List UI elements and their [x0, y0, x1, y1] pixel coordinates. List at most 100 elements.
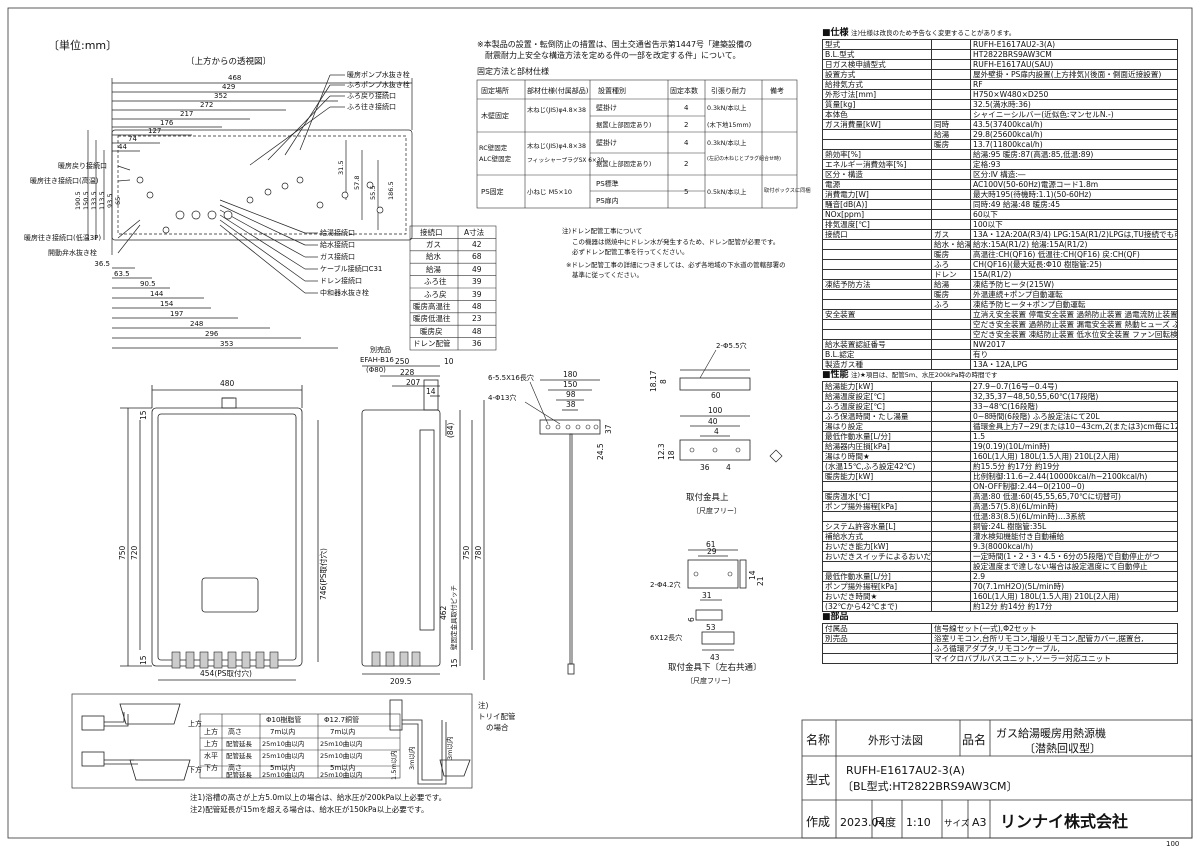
fix-h3: 固定本数: [670, 86, 698, 95]
pipe-r2c0: 水平: [204, 751, 218, 760]
tb-size-label: サイズ: [944, 818, 970, 829]
spec-cell: [931, 441, 971, 452]
pipe-side-down: 下方: [188, 765, 202, 774]
spec-cell: [931, 359, 971, 370]
spec-row: 凍結予防方法給湯凍結予防ヒータ(215W): [822, 279, 1178, 290]
br-sub: 〔尺度フリー〕: [692, 506, 741, 515]
drain-note-4: 基準に従ってください。: [572, 270, 643, 279]
spec-cell: [931, 329, 971, 340]
spec-row: (32℃から42℃まで)約12分 約14分 約17分: [822, 601, 1178, 612]
br-d36: 36: [700, 463, 710, 472]
spec-cell: 最低作動水量[L/分]: [822, 431, 932, 442]
bb-sub: 〔尺度フリー〕: [686, 676, 735, 685]
front-hole-label: 壁固定金具取付ピッチ: [449, 585, 458, 650]
br-d40: 40: [708, 417, 718, 426]
side-bottom-fittings: [371, 651, 421, 667]
bt-hole1: 6-5.5X16長穴: [488, 373, 534, 382]
spec-cell: ドレン: [931, 269, 971, 280]
bot-dim-3: 144: [150, 290, 164, 298]
fix-r2c1: 木ねじ(JIS)φ4.8×38: [527, 141, 586, 150]
pipe-h3: Φ10樹脂管: [266, 715, 301, 724]
conn-r8-val: 36: [472, 339, 482, 348]
drain-note-3: ※ドレン配管工事の詳細につきましては、必ず各地域の下水道の管轄部署の: [566, 260, 786, 269]
top-label-l0: 暖房戻り接続口: [58, 161, 107, 170]
spec-cell: [931, 49, 971, 60]
spec-cell: [931, 219, 971, 230]
spec-cell: 給湯: [931, 129, 971, 140]
spec-row: 空だき安全装置 過熱防止装置 漏電安全装置 熱動ヒューズ ふろポンプ回転検出装置: [822, 319, 1178, 330]
tb-company: リンナイ株式会社: [1000, 812, 1128, 831]
front-h750: 750: [118, 545, 127, 560]
br-d18: 18: [667, 450, 676, 460]
pipe-r1c1: 上方: [204, 739, 218, 748]
spec-cell: 2.9: [970, 571, 1178, 582]
spec-row: ふろ凍結予防ヒータ+ポンプ自動運転: [822, 299, 1178, 310]
spec-row: 給湯器内圧損[kPa]19(0.19)(10L/min時): [822, 441, 1178, 452]
pipe-diagram-upper: [81, 703, 191, 781]
front-hole: 462: [439, 605, 448, 620]
spec-cell: ふろ保温時間・たし湯量: [822, 411, 932, 422]
spec-cell: 15A(R1/2): [970, 269, 1178, 280]
spec-cell: おいだき能力[kW]: [822, 541, 932, 552]
front-view: [120, 385, 319, 681]
spec-cell: [931, 511, 971, 522]
spec-cell: [931, 521, 971, 532]
pipe-table: [199, 713, 401, 779]
spec-cell: [931, 309, 971, 320]
spec-row: おいだき時間★160L(1人用) 180L(1.5人用) 210L(2人用): [822, 591, 1178, 602]
spec-row: ふろ循環アダプタ,リモコンケーブル,: [822, 643, 1178, 654]
parts-table: 付属品信号線セット(一式),Φ2セット別売品浴室リモコン,台所リモコン,増設リモ…: [822, 623, 1178, 664]
spec-cell: 信号線セット(一式),Φ2セット: [931, 623, 1178, 634]
spec-cell: 暖房能力[kW]: [822, 471, 932, 482]
top-label-r0: 暖房ポンプ水抜き栓: [347, 70, 410, 79]
spec-row: 設置方式屋外壁掛・PS扉内設置(上方排気)(後面・側面近接設置): [822, 69, 1178, 80]
top-dim-2: 352: [214, 92, 227, 100]
spec-cell: 空だき安全装置 過熱防止装置 漏電安全装置 熱動ヒューズ ふろポンプ回転検出装置: [970, 319, 1178, 330]
bb-d31: 31: [702, 591, 712, 600]
spec-cell: NOx[ppm]: [822, 209, 932, 220]
bot-dim-5: 197: [170, 310, 183, 318]
title-block-grid: [801, 719, 1193, 839]
side-d228: 228: [400, 368, 415, 377]
spec-cell: ポンプ揚外揚程[kPa]: [822, 501, 932, 512]
spec-cell: [931, 109, 971, 120]
spec-row: 本体色シャイニーシルバー(近似色:マンセルN.-): [822, 109, 1178, 120]
spec-row: エネルギー消費効率[%]定格:93: [822, 159, 1178, 170]
spec-cell: [931, 99, 971, 110]
spec-cell: [822, 561, 932, 572]
spec-cell: 13A・12A:20A(R3/4) LPG:15A(R1/2)LPGは,TU接続…: [970, 229, 1178, 240]
bracket-bottom: [687, 549, 747, 651]
spec-cell: 消費電力[W]: [822, 189, 932, 200]
mid-label-0: 給湯接続口: [320, 228, 355, 237]
spec-cell: 外形寸法[mm]: [822, 89, 932, 100]
fix-r4c0: PS固定: [481, 187, 504, 196]
spec-cell: [931, 601, 971, 612]
tb-made-label: 作成: [806, 815, 830, 829]
spec-row: 給湯温度設定[℃]32,35,37~48,50,55,60℃(17段階): [822, 391, 1178, 402]
spec-cell: 湯はり設定: [822, 421, 932, 432]
br-hole: 2-Φ5.5穴: [716, 341, 747, 350]
spec-cell: システム許容水量[L]: [822, 521, 932, 532]
spec-cell: [822, 289, 932, 300]
spec-cell: 浴室リモコン,台所リモコン,増設リモコン,配管カバー,据置台,: [931, 633, 1178, 644]
conn-r2-name: 給湯: [426, 264, 441, 274]
fix-r0c3: 4: [684, 104, 689, 112]
bt-d245: 24.5: [596, 443, 605, 460]
spec-cell: [931, 571, 971, 582]
fix-table: [476, 79, 798, 209]
spec-cell: 凍結予防ヒータ+ポンプ自動運転: [970, 299, 1178, 310]
spec-row: 熱効率[%]給湯:95 暖房:87(高温:85,低温:89): [822, 149, 1178, 160]
conn-r6-name: 暖房低温往: [413, 313, 451, 323]
pipe-r3c0: 下方: [204, 763, 218, 772]
top-label-r3: ふろ往き接続口: [347, 102, 396, 111]
br-d100: 100: [708, 406, 723, 415]
pipe-r1c2: 配管延長: [226, 739, 253, 748]
spec-row: おいだきスイッチによるおいだき一定時間(1・2・3・4.5・6分の5段階)で自動…: [822, 551, 1178, 562]
spec-cell: 製造ガス種: [822, 359, 932, 370]
spec-cell: [931, 411, 971, 422]
spec-cell: 区分・構造: [822, 169, 932, 180]
conn-r7-name: 暖房戻: [420, 326, 443, 336]
spec-cell: [931, 59, 971, 70]
